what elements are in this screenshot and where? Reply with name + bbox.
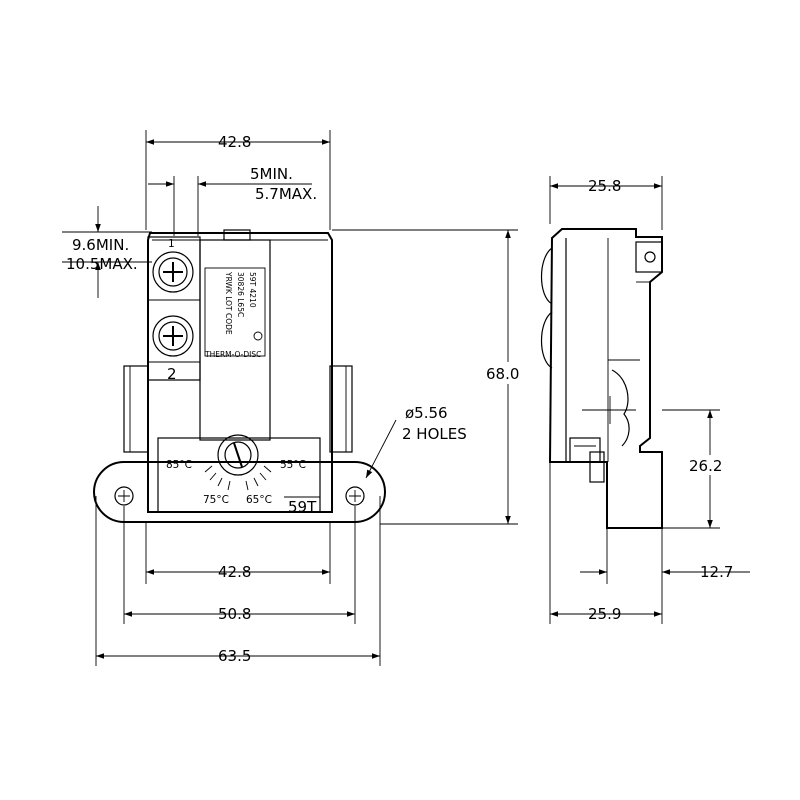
dim-bottom-outer: 63.5 — [218, 647, 251, 665]
plate-line-2: 30826 L65C — [236, 272, 245, 317]
model-label: 59T — [288, 498, 317, 516]
dim-side-height: 26.2 — [689, 457, 722, 475]
dim-hole-count: 2 HOLES — [402, 425, 467, 443]
plate-line-3: YRWK LOT CODE — [224, 271, 233, 335]
front-view: 1 2 59T 4210 30826 L65C YRWK LOT CODE TH… — [93, 229, 386, 523]
dim-left-min: 9.6MIN. — [72, 236, 129, 254]
dim-side-bottom: 25.9 — [588, 605, 621, 623]
side-view — [541, 228, 663, 529]
dim-side-offset: 12.7 — [700, 563, 733, 581]
dial-knob[interactable] — [204, 434, 272, 491]
dial-85c: 85°C — [166, 459, 192, 471]
dim-max: 5.7MAX. — [255, 185, 317, 203]
dim-height: 68.0 — [486, 365, 519, 383]
dim-top-width: 42.8 — [218, 133, 251, 151]
dim-side-top: 25.8 — [588, 177, 621, 195]
terminal-1-label: 1 — [168, 238, 175, 250]
plate-line-1: 59T 4210 — [248, 272, 257, 308]
dim-bottom-mid: 50.8 — [218, 605, 251, 623]
dial-55c: 55°C — [280, 459, 306, 471]
dim-hole-dia: ø5.56 — [405, 404, 448, 422]
terminal-2-label: 2 — [167, 365, 177, 383]
dim-min: 5MIN. — [250, 165, 293, 183]
dim-left-max: 10.5MAX. — [66, 255, 138, 273]
side-dimensions: 25.8 26.2 12.7 25.9 — [549, 176, 750, 624]
dial-75c: 75°C — [203, 494, 229, 506]
plate-brand: THERM-O-DISC — [204, 350, 261, 359]
dim-bottom-inner: 42.8 — [218, 563, 251, 581]
front-dimensions: 42.8 5MIN. 5.7MAX. 9.6MIN. 10.5MAX. 68.0… — [62, 130, 534, 666]
dial-65c: 65°C — [246, 494, 272, 506]
